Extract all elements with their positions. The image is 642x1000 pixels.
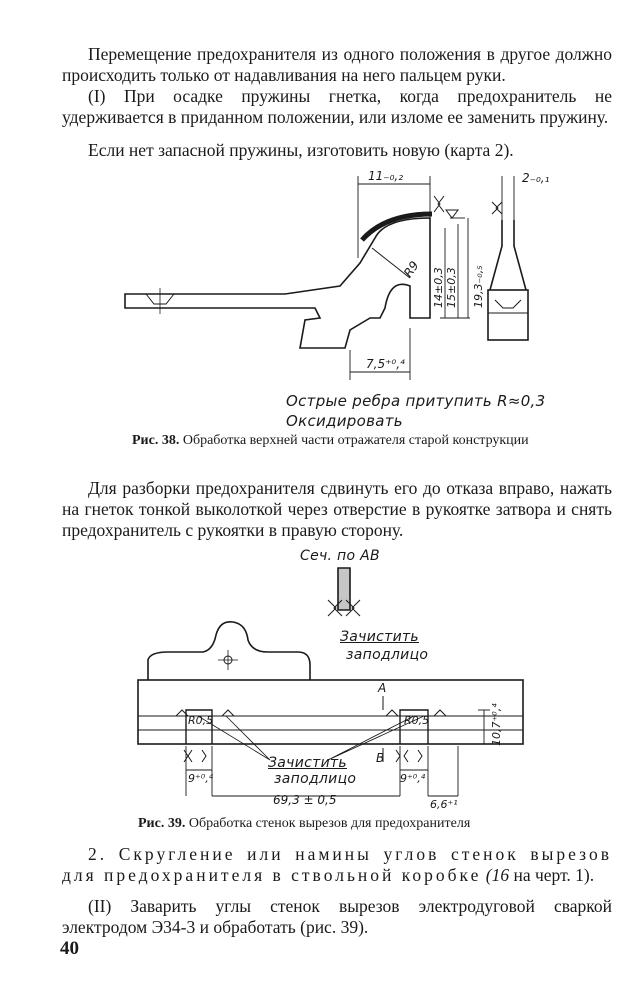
paragraph-5: 2. Скругление или намины углов стенок вы… [62, 844, 612, 886]
clean-flush-bottom-2: заподлицо [274, 771, 357, 787]
paragraph-6: (II) Заварить углы стенок вырезов электр… [62, 896, 612, 937]
dim-v3: 19,3₋₀,₅ [472, 265, 485, 308]
dim-right-top: 2₋₀,₁ [522, 171, 550, 185]
figure-39-caption: Рис. 39. Обработка стенок вырезов для пр… [138, 815, 558, 832]
figure-38-drawing: 11₋₀,₂ 2₋₀,₁ R9 14±0,3 15±0,3 19,3₋₀,₅ 7… [124, 169, 550, 380]
paragraph-2: (I) При осадке пружины гнетка, когда пре… [62, 86, 612, 127]
dim-height: 10,7⁺⁰,⁴ [490, 703, 503, 746]
figure-38-caption-text: Обработка верхней части отражателя старо… [182, 433, 529, 448]
figure-38-caption: Рис. 38. Обработка верхней части отражат… [132, 432, 542, 449]
dim-end: 6,6⁺¹ [430, 798, 458, 810]
figure-38-caption-label: Рис. 38. [132, 433, 180, 448]
clean-flush-top-1: Зачистить [340, 629, 419, 645]
dim-radius: R9 [401, 259, 422, 280]
figure-38-note-1: Острые ребра притупить R≈0,3 [286, 392, 546, 410]
clean-flush-top-2: заподлицо [346, 647, 429, 663]
letter-a: A [377, 681, 386, 695]
dim-w-left: 9⁺⁰,⁴ [188, 772, 214, 785]
figure-39-section-label: Сеч. по АВ [300, 548, 380, 564]
paragraph-1: Перемещение предохранителя из одного пол… [62, 44, 612, 85]
paragraph-5-ref: (16 [485, 865, 510, 885]
paragraph-5-tail: на черт. 1). [509, 865, 595, 885]
figure-39-caption-label: Рис. 39. [138, 816, 186, 831]
dim-r-left: R0,5 [188, 714, 213, 727]
dim-bottom: 7,5⁺⁰,⁴ [366, 357, 405, 371]
dim-span: 69,3 ± 0,5 [273, 793, 337, 807]
page-number: 40 [60, 938, 79, 959]
dim-top: 11₋₀,₂ [368, 169, 403, 183]
dim-r-right: R0,5 [404, 714, 429, 727]
paragraph-5-head: 2. Скругление или намины углов стенок вы… [62, 844, 612, 885]
figure-38-note-2: Оксидировать [286, 412, 403, 430]
letter-b: B [376, 751, 384, 765]
figure-39-caption-text: Обработка стенок вырезов для предохранит… [188, 816, 471, 831]
paragraph-3: Если нет запасной пружины, изготовить но… [88, 140, 514, 160]
figure-39-drawing: R0,5 R0,5 A B 10,7⁺⁰,⁴ 9⁺⁰,⁴ 9⁺⁰,⁴ 69,3 … [137, 567, 524, 810]
clean-flush-bottom-1: Зачистить [268, 755, 347, 771]
dim-v1: 14±0,3 [432, 267, 445, 308]
dim-w-right: 9⁺⁰,⁴ [400, 772, 426, 785]
dim-v2: 15±0,3 [445, 267, 458, 308]
paragraph-4: Для разборки предохранителя сдвинуть его… [62, 478, 612, 540]
